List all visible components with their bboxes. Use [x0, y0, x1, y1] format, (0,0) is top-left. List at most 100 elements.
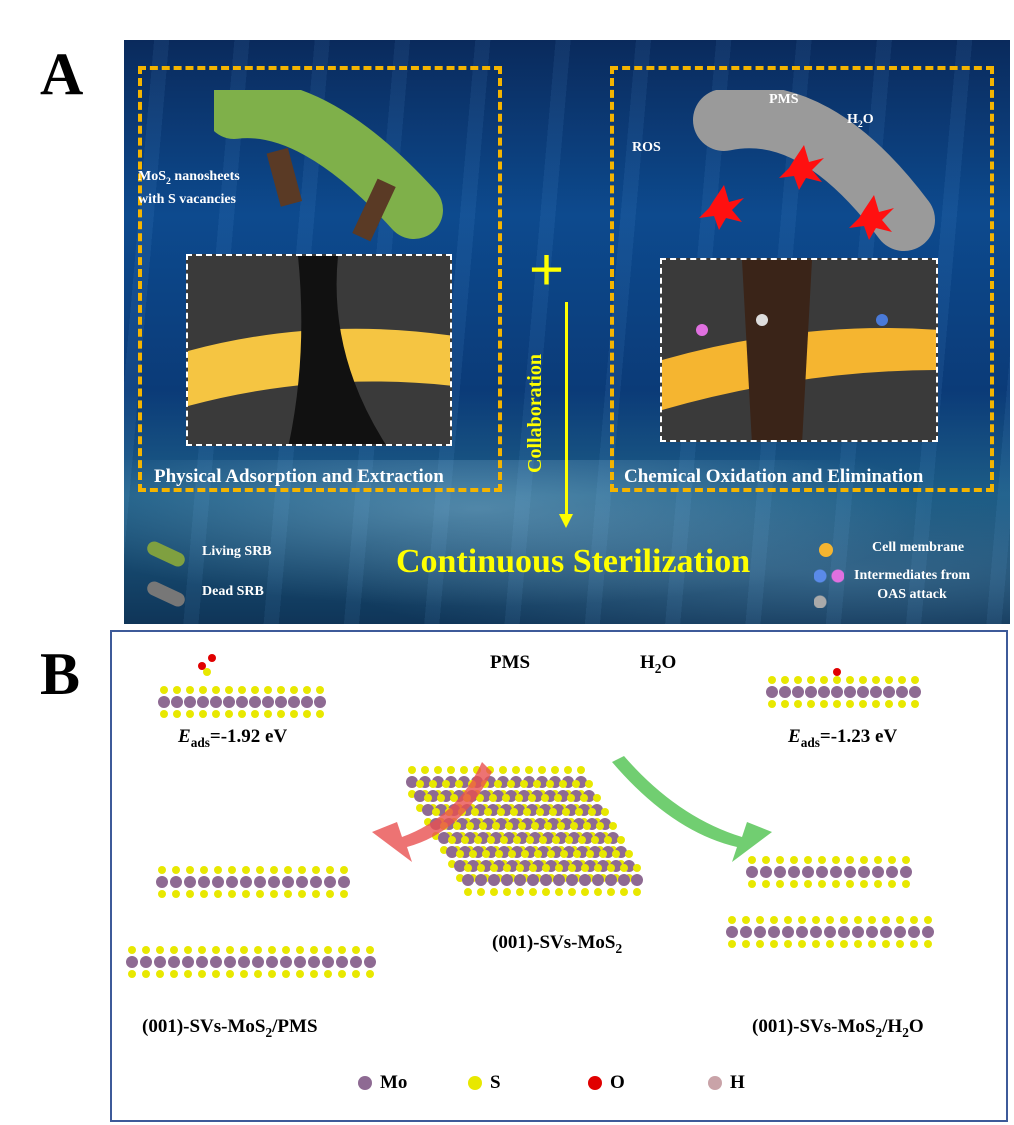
s-atom [770, 916, 778, 924]
legend-s: S [490, 1072, 501, 1093]
s-atom [212, 946, 220, 954]
s-atom [542, 864, 550, 872]
s-atom [310, 970, 318, 978]
mo-atom [766, 686, 778, 698]
s-atom [474, 836, 482, 844]
mo-atom [631, 874, 643, 886]
s-atom [268, 970, 276, 978]
s-atom [607, 888, 615, 896]
mo-atom [824, 926, 836, 938]
s-atom [756, 940, 764, 948]
s-atom [238, 710, 246, 718]
s-atom [142, 970, 150, 978]
s-atom [503, 864, 511, 872]
mo-atom [454, 860, 466, 872]
h2o-arrow [612, 756, 772, 862]
s-atom [567, 794, 575, 802]
mo-atom [788, 866, 800, 878]
s-atom [559, 780, 567, 788]
s-atom [228, 866, 236, 874]
s-atom [539, 836, 547, 844]
s-atom [612, 850, 620, 858]
s-atom [555, 888, 563, 896]
mo-atom [266, 956, 278, 968]
mo-atom [414, 790, 426, 802]
s-atom [728, 940, 736, 948]
s-atom [854, 940, 862, 948]
s-atom [776, 856, 784, 864]
s-atom [264, 710, 272, 718]
s-atom [160, 686, 168, 694]
mo-atom [768, 926, 780, 938]
s-atom [607, 864, 615, 872]
s-atom [226, 946, 234, 954]
s-atom [756, 916, 764, 924]
s-atom [924, 940, 932, 948]
s-atom [762, 880, 770, 888]
s-atom [303, 686, 311, 694]
s-atom [896, 940, 904, 948]
s-atom [513, 836, 521, 844]
legend-membrane: Cell membrane [872, 540, 965, 555]
o-atom [208, 654, 216, 662]
crystal-structures [126, 654, 934, 978]
collaboration-label: Collaboration [523, 354, 546, 473]
s-atom [340, 866, 348, 874]
mo-atom [852, 926, 864, 938]
s-atom [500, 836, 508, 844]
o-atom [198, 662, 206, 670]
s-atom [520, 780, 528, 788]
s-atom [471, 808, 479, 816]
s-atom [742, 916, 750, 924]
mo-atom [566, 874, 578, 886]
s-atom [581, 864, 589, 872]
s-atom [768, 700, 776, 708]
s-atom [812, 940, 820, 948]
s-atom [484, 808, 492, 816]
s-atom [617, 836, 625, 844]
s-atom [437, 794, 445, 802]
mo-atom [746, 866, 758, 878]
mo-atom [805, 686, 817, 698]
s-atom [290, 710, 298, 718]
s-atom [512, 766, 520, 774]
s-atom [198, 946, 206, 954]
s-atom [296, 946, 304, 954]
mo-atom [774, 866, 786, 878]
mo-atom [224, 956, 236, 968]
s-atom [604, 836, 612, 844]
s-atom [804, 880, 812, 888]
s-atom [523, 808, 531, 816]
mo-atom [268, 876, 280, 888]
s-atom [408, 766, 416, 774]
mo-atom [254, 876, 266, 888]
pms-arrow [372, 762, 492, 862]
mo-atom [501, 874, 513, 886]
s-atom [575, 808, 583, 816]
s-atom [868, 940, 876, 948]
mo-atom [838, 926, 850, 938]
mo-atom [900, 866, 912, 878]
s-atom [742, 940, 750, 948]
s-atom [424, 794, 432, 802]
s-dot [468, 1076, 482, 1090]
mo-atom [275, 696, 287, 708]
legend-h: H [730, 1072, 745, 1093]
s-atom [633, 864, 641, 872]
mo-atom [779, 686, 791, 698]
result-title: Continuous Sterilization [396, 543, 751, 580]
s-atom [461, 836, 469, 844]
mo-atom [280, 956, 292, 968]
plus-sign: + [529, 236, 565, 303]
s-atom [902, 880, 910, 888]
mo-atom [802, 866, 814, 878]
s-atom [593, 794, 601, 802]
s-atom [251, 710, 259, 718]
mo-atom [364, 956, 376, 968]
mo-atom [197, 696, 209, 708]
mo-atom [196, 956, 208, 968]
s-atom [492, 822, 500, 830]
s-atom [516, 864, 524, 872]
s-atom [476, 794, 484, 802]
